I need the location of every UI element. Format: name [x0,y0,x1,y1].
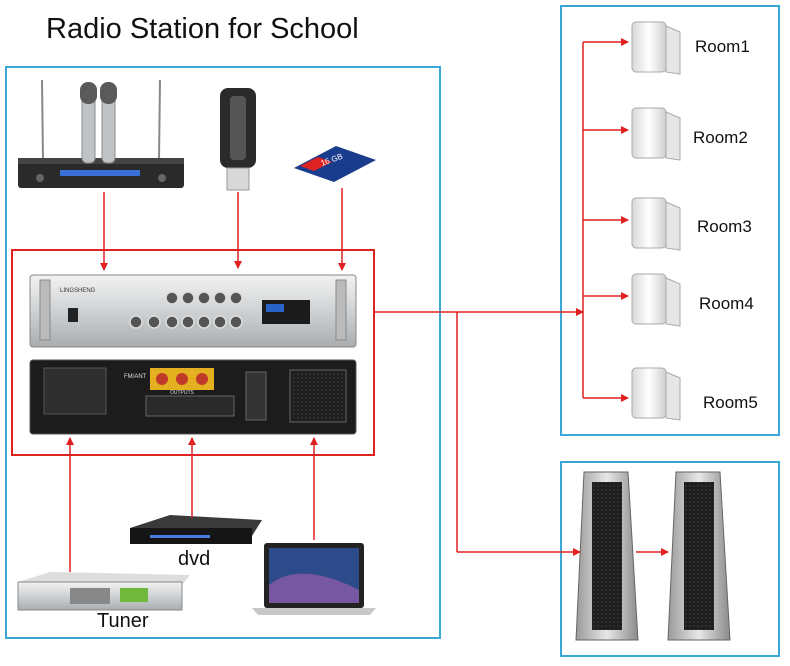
wall-speakers [631,21,681,421]
power-amplifier-icon: OUTPUTS FM/ANT [29,359,357,435]
room-label: Room2 [693,128,748,147]
column-speaker-icon [667,471,731,641]
laptop-icon [252,543,376,615]
tuner-label: Tuner [97,610,149,632]
wall-speaker-icon [631,197,681,251]
amp-knob [129,315,143,329]
amp-knob [165,291,179,305]
amp-knob [213,291,227,305]
amplifier-box [11,249,375,456]
rooms-frame [560,5,780,436]
wall-speaker-icon [631,273,681,327]
wireless-microphone-icon [18,79,184,188]
amp-knob [147,315,161,329]
amp-knob [229,315,243,329]
tuner-icon [17,572,190,611]
amp-knob [213,315,227,329]
dvd-label: dvd [178,548,211,570]
wall-speaker-icon [631,367,681,421]
signal-lines [66,38,669,572]
room-label: Room3 [697,217,752,236]
column-speaker-icon [575,471,639,641]
room-label: Room1 [695,37,750,56]
page-title: Radio Station for School [46,13,359,45]
amp-knob [197,291,211,305]
amp-outputs-label: OUTPUTS [170,390,195,396]
wall-speaker-icon [631,107,681,161]
room-label: Room5 [703,393,758,412]
amp-knob [197,315,211,329]
station-frame [5,66,441,639]
sd-card-icon: 16 GB [294,146,376,182]
wall-speaker-icon [631,21,681,75]
amp-brand: LINGSHENG [60,288,96,294]
amp-knob [229,291,243,305]
usb-drive-icon [220,88,256,191]
amp-knob [165,315,179,329]
dvd-player-icon [130,515,262,544]
amp-fm-label: FM/ANT [124,374,147,380]
amp-knobs [129,291,243,329]
column-speakers-frame [560,461,780,657]
amp-knob [181,315,195,329]
amp-knob [181,291,195,305]
mixer-amplifier-icon: LINGSHENG [29,274,357,348]
room-label: Room4 [699,294,754,313]
